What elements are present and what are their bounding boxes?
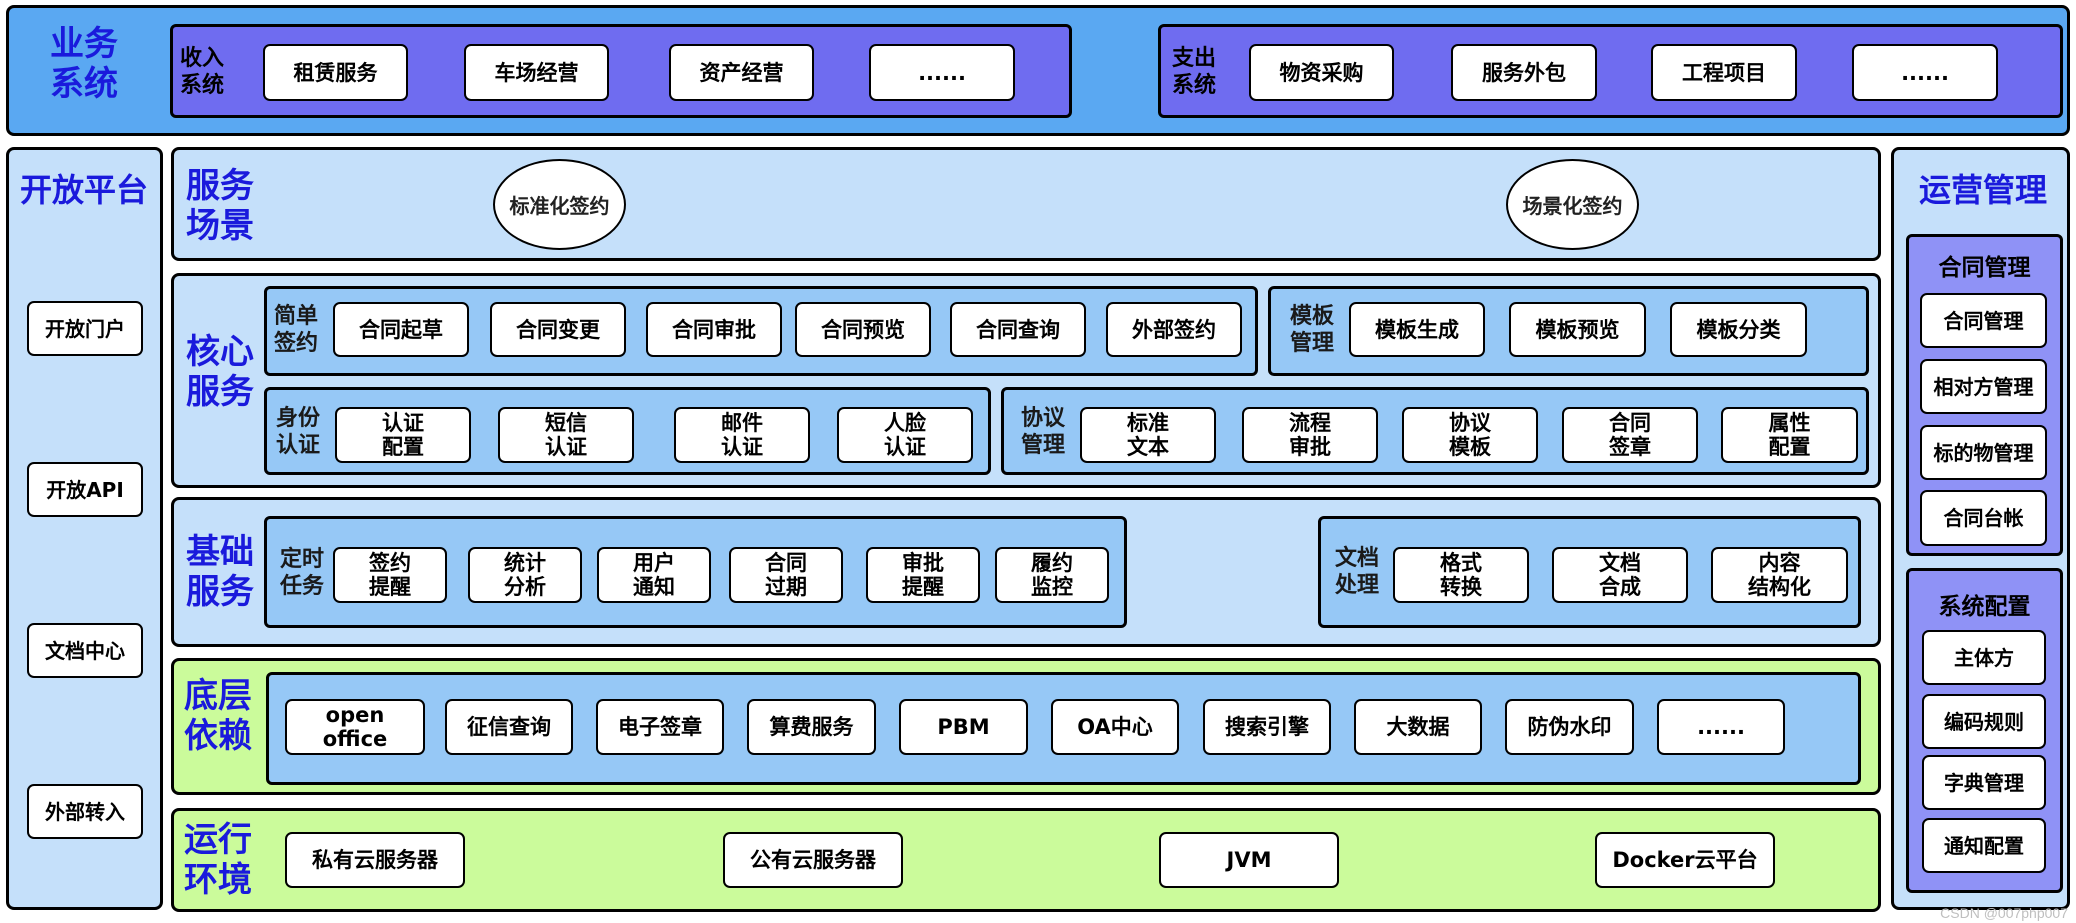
- contract-mgmt-item: 合同管理: [1920, 293, 2047, 348]
- runtime-item: JVM: [1159, 832, 1339, 888]
- simple-sign-label: 简单 签约: [274, 304, 319, 356]
- dependency-item: 搜索引擎: [1203, 699, 1331, 755]
- template-label: 模板 管理: [1290, 304, 1335, 356]
- template-item: 模板分类: [1670, 302, 1807, 357]
- document-processing-label: 文档 处理: [1335, 546, 1380, 598]
- scheduled-task-item: 用户 通知: [597, 547, 711, 603]
- identity-item: 认证 配置: [335, 407, 471, 463]
- identity-item: 邮件 认证: [674, 407, 810, 463]
- dependency-item: open office: [285, 699, 425, 755]
- simple-sign-item: 外部签约: [1106, 302, 1242, 357]
- scheduled-task-item: 履约 监控: [995, 547, 1109, 603]
- dependency-item: 算费服务: [747, 699, 876, 755]
- runtime-title: 运行 环境: [184, 820, 252, 900]
- open-platform-item: 开放API: [27, 462, 143, 517]
- open-platform-item: 开放门户: [27, 301, 143, 356]
- document-processing-item: 格式 转换: [1393, 547, 1529, 603]
- scheduled-task-item: 审批 提醒: [866, 547, 980, 603]
- income-item: ......: [869, 44, 1015, 101]
- system-config-title: 系统配置: [1938, 594, 2031, 620]
- template-item: 模板生成: [1349, 302, 1485, 357]
- income-item: 租赁服务: [263, 44, 408, 101]
- open-platform-panel: [6, 147, 163, 910]
- contract-mgmt-item: 相对方管理: [1920, 359, 2047, 414]
- agreement-item: 属性 配置: [1721, 407, 1858, 463]
- expense-item: 物资采购: [1249, 44, 1394, 101]
- agreement-item: 流程 审批: [1242, 407, 1378, 463]
- simple-sign-item: 合同查询: [950, 302, 1086, 357]
- open-platform-title: 开放平台: [20, 171, 149, 209]
- dependency-item: 电子签章: [596, 699, 724, 755]
- dependency-item: OA中心: [1051, 699, 1179, 755]
- income-item: 车场经营: [464, 44, 609, 101]
- document-processing-item: 文档 合成: [1552, 547, 1688, 603]
- scheduled-task-item: 合同 过期: [729, 547, 843, 603]
- contract-mgmt-item: 标的物管理: [1920, 425, 2047, 480]
- expense-item: 工程项目: [1651, 44, 1797, 101]
- expense-item: 服务外包: [1451, 44, 1597, 101]
- runtime-item: 公有云服务器: [723, 832, 903, 888]
- basic-services-title: 基础 服务: [186, 532, 254, 612]
- agreement-item: 合同 签章: [1562, 407, 1698, 463]
- agreement-item: 协议 模板: [1402, 407, 1538, 463]
- business-system-title: 业务 系统: [50, 24, 118, 104]
- agreement-item: 标准 文本: [1080, 407, 1216, 463]
- service-scene-oval: 标准化签约: [493, 159, 626, 250]
- identity-item: 人脸 认证: [837, 407, 973, 463]
- contract-mgmt-item: 合同台帐: [1920, 490, 2047, 546]
- dependency-item: 大数据: [1354, 699, 1482, 755]
- runtime-item: 私有云服务器: [285, 832, 465, 888]
- watermark: CSDN @007php007: [1940, 905, 2068, 921]
- simple-sign-item: 合同变更: [490, 302, 626, 357]
- system-config-item: 编码规则: [1922, 694, 2046, 749]
- template-item: 模板预览: [1509, 302, 1646, 357]
- scheduled-task-label: 定时 任务: [280, 547, 325, 599]
- contract-mgmt-title: 合同管理: [1938, 255, 2031, 281]
- open-platform-item: 外部转入: [27, 784, 143, 839]
- simple-sign-item: 合同预览: [795, 302, 931, 357]
- dependency-title: 底层 依赖: [184, 676, 252, 756]
- scheduled-task-item: 统计 分析: [468, 547, 582, 603]
- dependency-item: 防伪水印: [1505, 699, 1634, 755]
- system-config-item: 主体方: [1922, 630, 2046, 685]
- operations-title: 运营管理: [1919, 171, 2048, 209]
- dependency-item: ......: [1657, 699, 1785, 755]
- income-item: 资产经营: [669, 44, 814, 101]
- system-config-item: 通知配置: [1922, 818, 2046, 873]
- identity-label: 身份 认证: [276, 406, 321, 458]
- dependency-item: 征信查询: [445, 699, 573, 755]
- service-scene-title: 服务 场景: [186, 166, 254, 246]
- core-services-title: 核心 服务: [186, 332, 254, 412]
- expense-system-label: 支出 系统: [1172, 46, 1217, 98]
- dependency-item: PBM: [899, 699, 1028, 755]
- agreement-label: 协议 管理: [1021, 406, 1066, 458]
- runtime-item: Docker云平台: [1595, 832, 1775, 888]
- document-processing-item: 内容 结构化: [1711, 547, 1848, 603]
- income-system-label: 收入 系统: [180, 46, 225, 98]
- scheduled-task-item: 签约 提醒: [333, 547, 447, 603]
- service-scene-oval: 场景化签约: [1506, 159, 1639, 250]
- simple-sign-item: 合同起草: [333, 302, 469, 357]
- identity-item: 短信 认证: [498, 407, 634, 463]
- system-config-item: 字典管理: [1922, 755, 2046, 810]
- simple-sign-item: 合同审批: [646, 302, 782, 357]
- open-platform-item: 文档中心: [27, 623, 143, 678]
- expense-item: ......: [1852, 44, 1998, 101]
